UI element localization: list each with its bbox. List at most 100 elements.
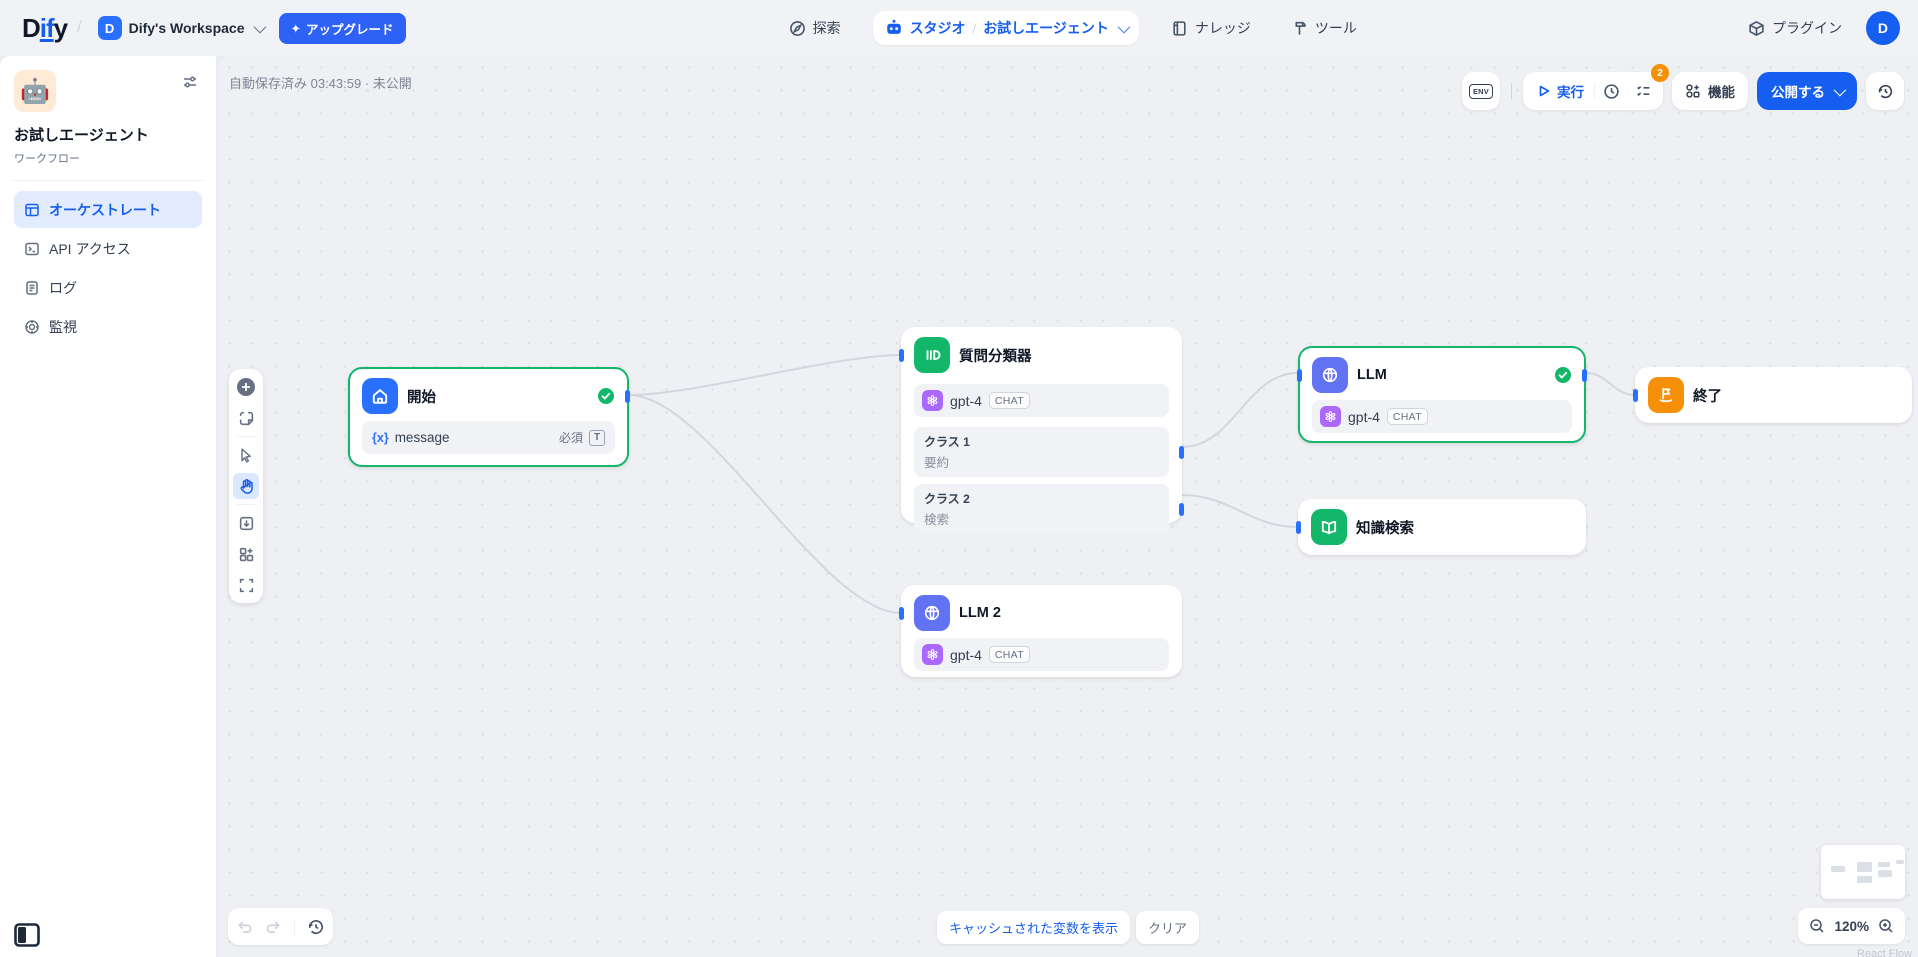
- dify-logo[interactable]: Dify: [22, 12, 68, 44]
- zoom-level[interactable]: 120%: [1834, 918, 1869, 934]
- env-variables-button[interactable]: ENV: [1462, 72, 1500, 110]
- change-history-icon[interactable]: [307, 918, 325, 936]
- hand-tool-button[interactable]: [233, 473, 259, 499]
- node-llm[interactable]: LLM gpt-4 CHAT: [1297, 346, 1587, 443]
- sidebar-item-monitoring[interactable]: 監視: [14, 308, 202, 345]
- nav-studio-current[interactable]: スタジオ / お試しエージェント: [872, 11, 1139, 45]
- edge-class1-llm: [1181, 372, 1299, 448]
- sidebar-item-api-access[interactable]: API アクセス: [14, 230, 202, 267]
- workspace-avatar: D: [97, 16, 122, 40]
- publish-label: 公開する: [1771, 85, 1825, 100]
- input-handle[interactable]: [1297, 369, 1302, 382]
- edge-class2-knowledge: [1181, 494, 1299, 528]
- variable-name: message: [394, 430, 450, 445]
- undo-icon[interactable]: [236, 918, 254, 936]
- class-row-1[interactable]: クラス 1 要約: [914, 427, 1184, 477]
- input-handle[interactable]: [899, 607, 904, 620]
- sidebar-item-orchestrate[interactable]: オーケストレート: [14, 191, 202, 228]
- input-handle[interactable]: [1633, 389, 1638, 402]
- clear-button[interactable]: クリア: [1136, 911, 1200, 944]
- model-row[interactable]: gpt-4 CHAT: [1312, 400, 1572, 433]
- start-variable-row[interactable]: {x} message 必須 T: [362, 421, 615, 454]
- pointer-tool-button[interactable]: [233, 442, 259, 468]
- zoom-in-icon[interactable]: [1878, 918, 1894, 934]
- checklist-button[interactable]: [1627, 75, 1659, 107]
- sidebar-item-label: 監視: [49, 318, 77, 335]
- home-icon: [362, 378, 398, 414]
- blocks-plus-icon: [239, 547, 253, 561]
- orchestrate-icon: [25, 203, 39, 216]
- model-row[interactable]: gpt-4 CHAT: [914, 638, 1169, 671]
- class-value: 要約: [924, 456, 950, 470]
- autosave-status: 自動保存済み 03:43:59 · 未公開: [229, 76, 412, 91]
- class-value: 検索: [924, 513, 950, 527]
- edge-llm-end: [1585, 372, 1636, 396]
- output-handle[interactable]: [1179, 502, 1184, 516]
- variable-icon: {x}: [372, 430, 389, 445]
- sidebar-item-logs[interactable]: ログ: [14, 269, 202, 306]
- run-label: 実行: [1557, 85, 1584, 100]
- note-plus-icon: [239, 411, 253, 425]
- model-row[interactable]: gpt-4 CHAT: [914, 384, 1169, 417]
- model-mode-badge: CHAT: [988, 392, 1030, 409]
- features-button[interactable]: 機能: [1672, 72, 1748, 110]
- class-row-2[interactable]: クラス 2 検索: [914, 484, 1184, 534]
- run-button[interactable]: 実行: [1527, 81, 1594, 101]
- cursor-icon: [241, 448, 251, 463]
- workflow-canvas[interactable]: 自動保存済み 03:43:59 · 未公開 ENV 実行: [218, 56, 1918, 957]
- user-avatar[interactable]: D: [1865, 11, 1900, 45]
- nav-tools[interactable]: ツール: [1283, 12, 1365, 44]
- node-llm-2[interactable]: LLM 2 gpt-4 CHAT: [899, 585, 1182, 677]
- cube-icon: [1749, 20, 1764, 36]
- workspace-selector[interactable]: D Dify's Workspace: [92, 12, 269, 44]
- add-node-button[interactable]: [233, 374, 259, 400]
- zoom-out-icon[interactable]: [1809, 918, 1825, 934]
- output-handle[interactable]: [1582, 369, 1587, 382]
- organize-blocks-button[interactable]: [233, 541, 259, 567]
- fit-view-button[interactable]: [233, 572, 259, 598]
- collapse-sidebar-button[interactable]: [14, 923, 40, 947]
- fit-view-icon: [239, 578, 253, 592]
- book-open-icon: [1311, 509, 1347, 545]
- input-handle[interactable]: [1296, 521, 1301, 534]
- output-handle[interactable]: [625, 390, 630, 403]
- minimap[interactable]: [1821, 845, 1905, 899]
- import-dsl-button[interactable]: [233, 510, 259, 536]
- show-cached-variables-button[interactable]: キャッシュされた変数を表示: [936, 911, 1130, 944]
- version-history-button[interactable]: [1866, 72, 1904, 110]
- input-handle[interactable]: [899, 349, 904, 362]
- publish-button[interactable]: 公開する: [1757, 72, 1857, 110]
- redo-icon[interactable]: [264, 918, 282, 936]
- logo-d: D: [22, 12, 41, 43]
- upgrade-label: アップグレード: [305, 22, 394, 37]
- app-settings-button[interactable]: [178, 70, 202, 94]
- node-start[interactable]: 開始 {x} message 必須 T: [348, 367, 630, 467]
- node-title: LLM: [1357, 367, 1387, 383]
- run-history-button[interactable]: [1595, 75, 1627, 107]
- nav-plugins[interactable]: プラグイン: [1740, 12, 1850, 44]
- openai-icon: [922, 644, 943, 665]
- node-end[interactable]: 終了: [1633, 367, 1912, 423]
- hammer-icon: [1295, 21, 1306, 35]
- node-knowledge-retrieval[interactable]: 知識検索: [1296, 499, 1586, 555]
- chevron-down-icon: [1833, 83, 1847, 96]
- app-title: お試しエージェント: [14, 127, 149, 144]
- node-title: 質問分類器: [959, 348, 1032, 365]
- cached-variables-bar: キャッシュされた変数を表示 クリア: [936, 911, 1200, 944]
- node-question-classifier[interactable]: 質問分類器 gpt-4 CHAT クラス 1 要約 クラス 2 検索: [899, 327, 1184, 534]
- checklist-count-badge: 2: [1651, 64, 1669, 82]
- sidebar-item-label: ログ: [49, 279, 77, 296]
- output-handle[interactable]: [1179, 445, 1184, 459]
- model-mode-badge: CHAT: [1386, 408, 1428, 425]
- add-note-button[interactable]: [233, 405, 259, 431]
- robot-icon: [886, 19, 901, 34]
- upgrade-button[interactable]: ✦ アップグレード: [278, 12, 406, 44]
- classifier-icon: [914, 337, 950, 373]
- canvas-tool-panel: [229, 369, 263, 603]
- nav-explore[interactable]: 探索: [781, 12, 849, 44]
- app-icon[interactable]: 🤖: [14, 70, 56, 112]
- node-title: 知識検索: [1356, 520, 1414, 537]
- nav-knowledge[interactable]: ナレッジ: [1163, 12, 1259, 44]
- workflow-edges: [628, 354, 1636, 614]
